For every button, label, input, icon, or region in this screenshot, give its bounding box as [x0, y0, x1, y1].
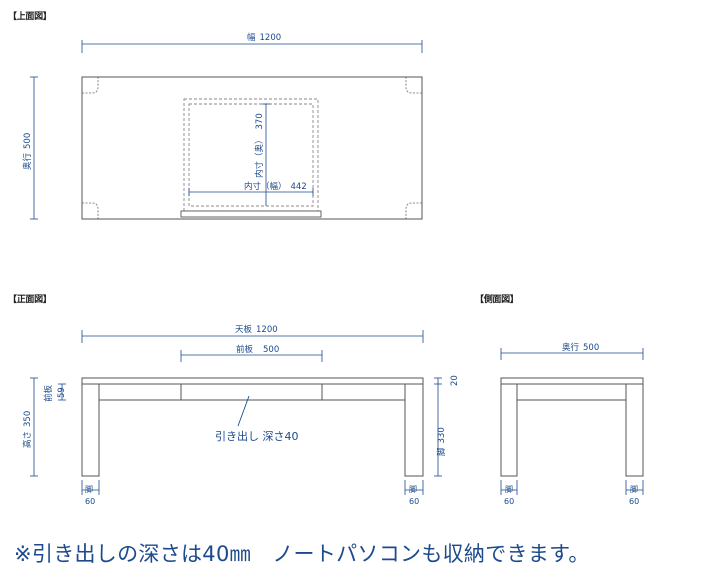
- front-view-label: 【正面図】: [8, 295, 52, 305]
- corner-legs: [82, 77, 422, 219]
- drawer-outer-hidden: [183, 98, 319, 212]
- front-top-board: [81, 377, 424, 385]
- side-leg-left: [500, 383, 518, 477]
- front-leg-right: [404, 383, 424, 477]
- front-drawer: [180, 383, 323, 401]
- drawer-leader-line: [237, 395, 250, 427]
- top-view-label: 【上面図】: [8, 12, 52, 22]
- side-top-board: [500, 377, 644, 385]
- leg-right-width-value: 60: [409, 497, 419, 506]
- drawer-front-board: [180, 210, 322, 218]
- side-leg-right-width-value: 60: [629, 497, 639, 506]
- front-board-height-label: 前板: [43, 384, 54, 402]
- height-dimension-label: 高さ350: [22, 411, 33, 448]
- front-board-height-value: 59: [57, 387, 67, 398]
- top-thickness-label: 20: [450, 375, 460, 386]
- inner-depth-label: 内寸（奥）370: [254, 113, 265, 178]
- inner-width-label: 内寸（幅）442: [244, 181, 307, 192]
- side-leg-right-width-label: 脚: [630, 484, 638, 494]
- side-view-label: 【側面図】: [475, 295, 519, 305]
- table-top-outline: [81, 76, 423, 220]
- side-leg-left-width-label: 脚: [505, 484, 513, 494]
- depth-dimension-label: 奥行500: [22, 133, 33, 170]
- leg-height-label: 脚330: [436, 427, 447, 456]
- front-leg-left: [81, 383, 100, 477]
- leg-left-width-label: 脚: [85, 484, 93, 494]
- leg-left-width-value: 60: [85, 497, 95, 506]
- drawer-depth-label: 引き出し 深さ40: [215, 429, 299, 443]
- drawer-inner-hidden: [188, 103, 314, 207]
- side-leg-left-width-value: 60: [504, 497, 514, 506]
- leg-right-width-label: 脚: [409, 484, 417, 494]
- side-leg-right: [625, 383, 644, 477]
- drawer-note: ※引き出しの深さは40㎜ ノートパソコンも収納できます。: [14, 542, 590, 566]
